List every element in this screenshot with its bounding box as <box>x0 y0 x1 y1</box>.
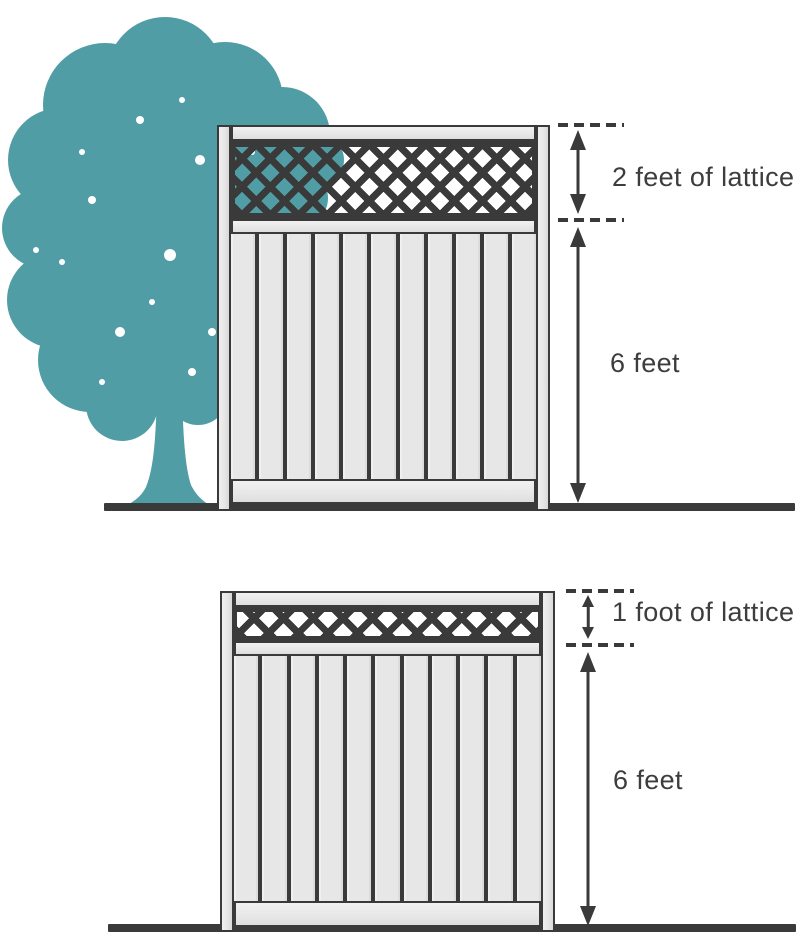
fence-board <box>399 234 424 479</box>
fence-bottom-rail <box>234 901 541 927</box>
fence-board <box>427 234 452 479</box>
arrow-line <box>576 243 580 487</box>
fence-post-right <box>541 591 555 932</box>
fence-board <box>231 234 256 479</box>
fence-post-left <box>220 591 234 932</box>
fence-middle-rail <box>231 219 536 234</box>
fence-board <box>287 234 312 479</box>
ground-line <box>108 924 796 932</box>
arrowhead-up-icon <box>580 652 596 672</box>
fence-height-label: 6 feet <box>610 348 680 378</box>
fence-board <box>455 234 480 479</box>
fence-board <box>516 656 541 901</box>
fence-board <box>488 656 513 901</box>
arrow-line <box>576 146 580 198</box>
fence-board <box>343 234 368 479</box>
arrowhead-down-icon <box>582 627 594 639</box>
fence-board <box>483 234 508 479</box>
fence-board <box>460 656 485 901</box>
arrowhead-up-icon <box>582 595 594 607</box>
arrow-line <box>586 668 590 910</box>
arrowhead-up-icon <box>570 227 586 247</box>
lattice-height-label: 2 feet of lattice <box>612 162 795 192</box>
fence-board <box>259 234 284 479</box>
fence-board <box>371 234 396 479</box>
lattice-panel <box>231 141 536 219</box>
arrowhead-down-icon <box>570 483 586 503</box>
fence-boards <box>231 234 537 479</box>
arrowhead-up-icon <box>570 130 586 150</box>
fence-top-rail <box>231 125 536 141</box>
fence-height-label: 6 feet <box>613 765 683 795</box>
lattice-panel <box>234 607 541 641</box>
fence-post-right <box>536 125 550 511</box>
fence-top-rail <box>234 591 541 607</box>
fence-board <box>511 234 537 479</box>
height-dimension-arrow <box>580 652 596 926</box>
fence-board <box>234 656 259 901</box>
fence-board <box>403 656 428 901</box>
fence-board <box>431 656 457 901</box>
dimension-dash-middle <box>558 218 624 222</box>
fence-board <box>375 656 400 901</box>
dimension-dash-top <box>566 589 634 593</box>
arrowhead-down-icon <box>580 906 596 926</box>
fence-board <box>262 656 287 901</box>
fence-board <box>347 656 372 901</box>
fence-board <box>315 234 340 479</box>
lattice-dimension-arrow <box>582 595 594 639</box>
height-dimension-arrow <box>570 227 586 503</box>
fence-bottom-rail <box>231 479 536 504</box>
arrowhead-down-icon <box>570 194 586 214</box>
fence-post-left <box>217 125 231 511</box>
ground-line <box>104 503 795 511</box>
dimension-dash-top <box>558 123 624 127</box>
fence-middle-rail <box>234 641 541 656</box>
dimension-dash-middle <box>566 643 634 647</box>
fence-board <box>318 656 344 901</box>
fence-boards <box>234 656 541 901</box>
arrow-line <box>586 604 590 630</box>
fence-board <box>290 656 315 901</box>
lattice-height-label: 1 foot of lattice <box>612 597 795 627</box>
lattice-dimension-arrow <box>570 130 586 214</box>
